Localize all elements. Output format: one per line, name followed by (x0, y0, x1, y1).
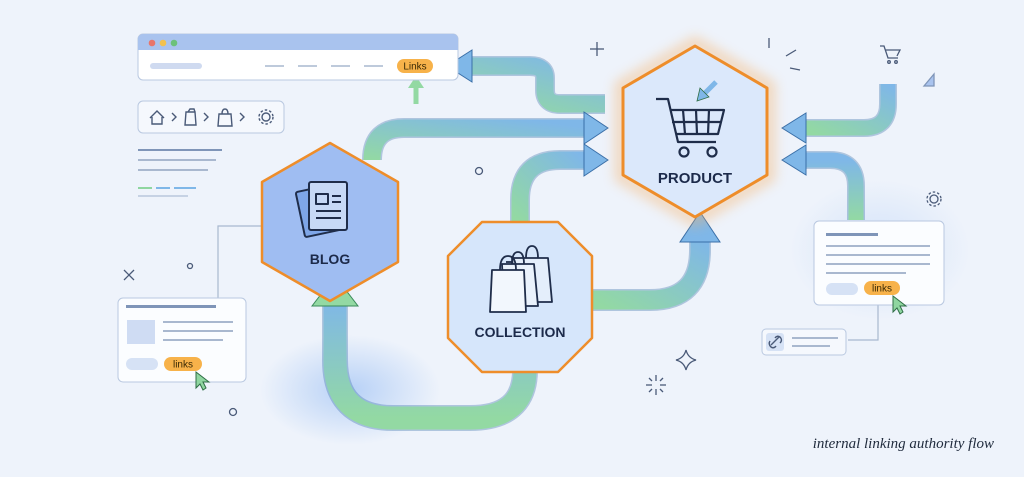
decorations (123, 38, 942, 417)
cart-icon (656, 97, 726, 158)
arrow-head (679, 211, 721, 243)
bag-icon[interactable] (217, 108, 233, 127)
collection-node[interactable]: COLLECTION (446, 220, 594, 374)
arrow-blog-to-product (363, 119, 585, 161)
chevron-right-icon (239, 112, 245, 122)
link-chip (761, 328, 847, 356)
arrow-collection-to-product (511, 151, 585, 222)
browser-links-label: Links (403, 62, 426, 73)
arrow-cart-to-product (805, 84, 896, 136)
text-placeholder-lines (138, 149, 222, 197)
window-close-dot (148, 39, 156, 47)
connector-lines (217, 225, 879, 341)
product-node[interactable]: PRODUCT (615, 36, 775, 227)
sparkle-icon (646, 375, 666, 395)
sparkle-icon (123, 269, 135, 281)
window-maximize-dot (170, 39, 178, 47)
arrow-head (408, 76, 424, 88)
window-minimize-dot (159, 39, 167, 47)
arrow-head (583, 143, 609, 177)
right-links-label: links (872, 284, 892, 295)
blog-label: BLOG (310, 251, 351, 267)
arrow-u-loop (323, 300, 537, 430)
shopping-bags-icon (489, 245, 553, 313)
documents-icon (294, 181, 348, 238)
caption: internal linking authority flow (812, 436, 994, 452)
breadcrumb (137, 100, 285, 134)
browser-links-badge[interactable] (397, 59, 433, 73)
right-page-card: links (813, 220, 945, 315)
flow-arrows (310, 49, 897, 431)
sparkle-icon (590, 42, 604, 56)
cart-icon (880, 45, 902, 64)
blog-node[interactable]: BLOG (260, 141, 400, 303)
arrow-card-to-product (805, 152, 864, 220)
cart-arrow-head (696, 87, 710, 102)
left-page-card: links (117, 297, 247, 391)
chevron-right-icon (203, 112, 209, 122)
right-links-badge[interactable] (864, 281, 900, 295)
gear-icon (929, 194, 939, 204)
product-label: PRODUCT (658, 170, 732, 187)
arrow-product-to-browser (468, 57, 605, 113)
left-links-badge[interactable] (164, 357, 202, 371)
arrow-head (781, 144, 807, 176)
arrow-head (583, 111, 609, 145)
link-icon[interactable] (768, 335, 783, 349)
triangle-shape (922, 72, 935, 87)
sparkle-icon (675, 349, 697, 371)
documents-icon[interactable] (184, 108, 197, 126)
chevron-right-icon (171, 112, 177, 122)
cursor-icon (195, 370, 211, 391)
cursor-icon (892, 294, 908, 315)
home-icon[interactable] (149, 110, 165, 125)
arrow-head (781, 112, 807, 144)
browser-window: Links (137, 33, 459, 81)
arrow-head (446, 49, 473, 83)
arrow-collection-up (592, 238, 710, 310)
left-links-label: links (173, 360, 193, 371)
gear-icon[interactable] (261, 112, 271, 122)
collection-label: COLLECTION (475, 324, 566, 340)
